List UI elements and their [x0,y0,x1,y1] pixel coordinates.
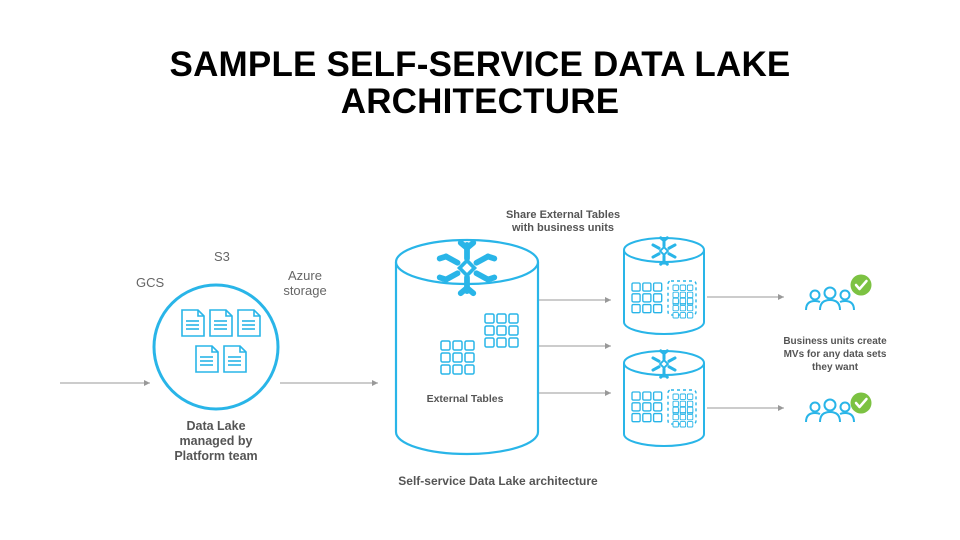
s3-label: S3 [214,249,230,264]
title-line-1: SAMPLE SELF-SERVICE DATA LAKE [169,45,791,84]
share-label: Share External Tables with business unit… [488,209,638,235]
shared-database-cylinder-1 [623,236,705,335]
check-icon [849,391,873,415]
business-units-note-line-2: MVs for any data sets [783,349,887,360]
business-units-note-line-3: they want [811,362,859,373]
data-lake-label: Data Lake managed by Platform team [156,419,276,464]
snowflake-icon [651,236,677,266]
share-label-line-2: with business units [511,222,615,234]
data-lake-label-line-3: Platform team [174,449,258,463]
people-icon [805,398,855,423]
azure-label-line-1: Azure [288,268,322,283]
table-grid-icon [632,283,662,313]
check-icon [849,273,873,297]
title-line-2: ARCHITECTURE [340,82,620,121]
gcs-label: GCS [136,275,165,290]
external-tables-cylinder [394,238,540,456]
azure-label-line-2: storage [283,283,327,298]
share-label-line-1: Share External Tables [505,209,621,221]
data-lake-label-line-1: Data Lake [186,419,246,433]
business-unit-2 [805,391,873,423]
data-lake-label-line-2: managed by [179,434,253,448]
business-units-note-line-1: Business units create [783,336,887,347]
table-grid-icon [632,392,662,422]
people-icon [805,286,855,311]
azure-storage-label: Azure storage [283,268,327,298]
diagram-caption: Self-service Data Lake architecture [398,474,598,488]
business-units-note: Business units create MVs for any data s… [770,335,900,374]
data-lake-circle [152,283,280,411]
snowflake-icon [436,239,498,297]
external-tables-label: External Tables [426,393,504,405]
business-unit-1 [805,273,873,311]
snowflake-icon [651,349,677,379]
page-title: SAMPLE SELF-SERVICE DATA LAKE ARCHITECTU… [0,46,960,120]
shared-database-cylinder-2 [623,349,705,447]
